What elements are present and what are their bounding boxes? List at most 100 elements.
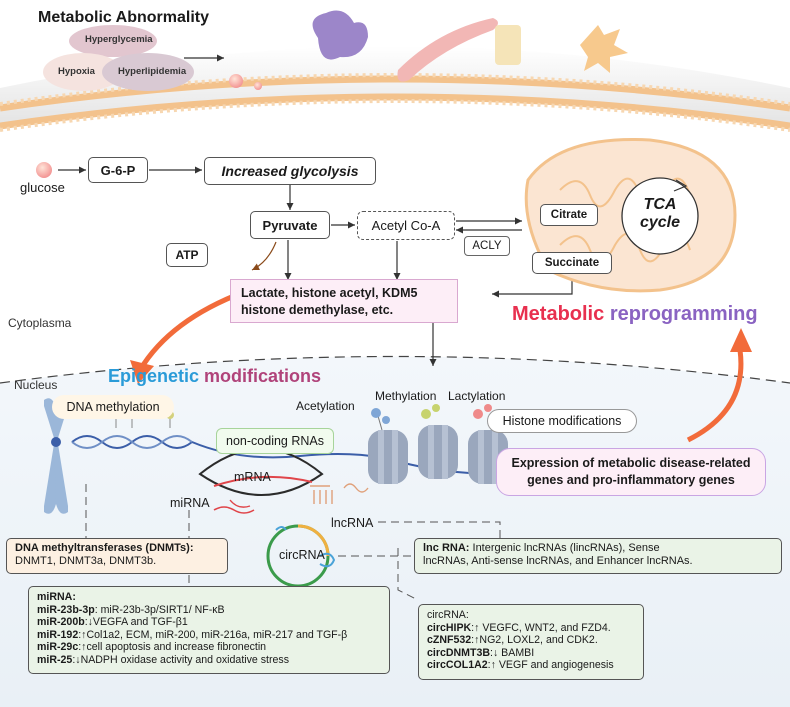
circrna-row-name: circCOL1A2 xyxy=(427,659,488,672)
citrate-label: Citrate xyxy=(550,209,588,221)
atp-label: ATP xyxy=(175,248,199,262)
hyperlipidemia-bubble xyxy=(102,53,194,91)
mirna-row: miR-200b:↓VEGFA and TGF-β1 xyxy=(37,616,389,629)
lactylation-label: Lactylation xyxy=(448,389,506,403)
circrna-row-name: cZNF532 xyxy=(427,634,472,647)
reprogramming-word-1: Metabolic xyxy=(512,303,605,325)
neuron-cell-icon xyxy=(580,25,628,73)
circrna-row: cZNF532:↑NG2, LOXL2, and CDK2. xyxy=(427,634,643,647)
mirna-row-text: :↑Col1a2, ECM, miR-200, miR-216a, miR-21… xyxy=(78,628,348,641)
fibroblast-cell-icon xyxy=(397,18,498,82)
mirna-row: miR-192:↑Col1a2, ECM, miR-200, miR-216a,… xyxy=(37,629,389,642)
arrow-to-reprogramming xyxy=(686,349,744,443)
pyruvate-node: Pyruvate xyxy=(250,211,330,239)
extracellular-space xyxy=(0,46,790,128)
epithelial-cell-icon xyxy=(495,25,521,65)
histone-modifications-label: Histone modifications xyxy=(502,414,622,428)
cytoplasma-label: Cytoplasma xyxy=(8,316,72,330)
expression-line-2: genes and pro-inflammatory genes xyxy=(527,473,735,487)
hypoxia-label: Hypoxia xyxy=(58,66,95,77)
lncrna-box-line-2: lncRNAs, Anti-sense lncRNAs, and Enhance… xyxy=(423,555,693,567)
mirna-row: miR-29c:↑cell apoptosis and increase fib… xyxy=(37,641,389,654)
circrna-row-text: :↑NG2, LOXL2, and CDK2. xyxy=(471,634,598,647)
expression-line-1: Expression of metabolic disease-related xyxy=(511,456,751,470)
lactate-line-2: histone demethylase, etc. xyxy=(241,303,394,317)
mirna-row-name: miR-200b xyxy=(37,616,85,629)
mirna-row-name: miR-29c xyxy=(37,641,79,654)
metabolite-ball-small-icon xyxy=(254,82,262,90)
hyperlipidemia-label: Hyperlipidemia xyxy=(118,66,187,77)
mirna-row-name: miR-25 xyxy=(37,653,73,666)
dnmt-box: DNA methyltransferases (DNMTs): DNMT1, D… xyxy=(6,538,228,574)
circrna-row: circHIPK:↑ VEGFC, WNT2, and FZD4. xyxy=(427,622,643,635)
lncrna-label: lncRNA xyxy=(331,516,374,530)
circrna-row-text: :↑ VEGF and angiogenesis xyxy=(487,659,614,672)
page-title: Metabolic Abnormality xyxy=(38,9,209,26)
hypoxia-bubble xyxy=(43,53,123,91)
epigenetic-word-1: Epigenetic xyxy=(108,366,200,386)
tca-cycle-circle xyxy=(621,177,699,255)
mirna-box-header-text: miRNA: xyxy=(37,591,76,603)
circrna-box: circRNA: circHIPK:↑ VEGFC, WNT2, and FZD… xyxy=(418,604,644,680)
increased-glycolysis-label: Increased glycolysis xyxy=(221,163,359,179)
dna-methylation-pill: DNA methylation xyxy=(52,395,174,419)
mirna-box: miRNA: miR-23b-3p: miR-23b-3p/SIRT1/ NF-… xyxy=(28,586,390,674)
noncoding-rnas-label: non-coding RNAs xyxy=(226,434,324,448)
mirna-row-text: : miR-23b-3p/SIRT1/ NF-κB xyxy=(94,603,225,616)
hyperglycemia-label: Hyperglycemia xyxy=(85,34,153,45)
epigenetic-modifications-title: Epigenetic modifications xyxy=(108,366,321,387)
circrna-label: circRNA xyxy=(279,548,325,562)
atp-node: ATP xyxy=(166,243,208,267)
g6p-node: G-6-P xyxy=(88,157,148,183)
metabolic-reprogramming-title: Metabolic reprogramming xyxy=(512,303,758,326)
histone-mark-icons xyxy=(371,404,492,431)
mirna-row-name: miR-192 xyxy=(37,628,79,641)
glucose-ball-icon xyxy=(36,162,52,178)
circrna-row-name: circDNMT3B xyxy=(427,646,490,659)
mirna-box-header: miRNA: xyxy=(37,591,389,604)
lncrna-box-title: lnc RNA: xyxy=(423,542,470,554)
nuclear-envelope xyxy=(0,355,790,384)
mirna-row-text: :↓VEGFA and TGF-β1 xyxy=(84,616,188,629)
tca-cycle-label: TCA cycle xyxy=(639,196,681,231)
mirna-row: miR-23b-3p: miR-23b-3p/SIRT1/ NF-κB xyxy=(37,604,389,617)
arrow-to-epigenetics xyxy=(137,289,245,372)
pyruvate-label: Pyruvate xyxy=(262,217,318,233)
hyperglycemia-bubble xyxy=(69,25,157,57)
circrna-row: circCOL1A2:↑ VEGF and angiogenesis xyxy=(427,659,643,672)
dna-methylation-label: DNA methylation xyxy=(66,400,160,414)
mrna-label: mRNA xyxy=(234,470,271,484)
circrna-row: circDNMT3B:↓ BAMBI xyxy=(427,647,643,660)
histone-modifications-pill: Histone modifications xyxy=(487,409,637,433)
increased-glycolysis-node: Increased glycolysis xyxy=(204,157,376,185)
circrna-row-name: circHIPK xyxy=(427,621,472,634)
expression-box: Expression of metabolic disease-related … xyxy=(496,448,766,496)
acly-label: ACLY xyxy=(472,240,502,252)
mirna-row: miR-25:↓NADPH oxidase activity and oxida… xyxy=(37,654,389,667)
noncoding-rnas-pill: non-coding RNAs xyxy=(216,428,334,454)
mirna-label: miRNA xyxy=(170,496,210,510)
circrna-box-header: circRNA: xyxy=(427,609,643,622)
circrna-box-header-text: circRNA: xyxy=(427,609,469,621)
dnmt-title: DNA methyltransferases (DNMTs): xyxy=(15,542,194,554)
circrna-row-text: :↓ BAMBI xyxy=(490,646,535,659)
mirna-row-name: miR-23b-3p xyxy=(37,603,95,616)
epigenetic-word-2: modifications xyxy=(204,366,322,386)
nucleus-label: Nucleus xyxy=(14,378,58,392)
lncrna-box: lnc RNA: Intergenic lncRNAs (lincRNAs), … xyxy=(414,538,782,574)
citrate-node: Citrate xyxy=(540,204,598,226)
acetyl-coa-node: Acetyl Co-A xyxy=(357,211,455,240)
circrna-row-text: :↑ VEGFC, WNT2, and FZD4. xyxy=(471,621,611,634)
succinate-node: Succinate xyxy=(532,252,612,274)
acetylation-label: Acetylation xyxy=(296,399,355,413)
lactate-line-1: Lactate, histone acetyl, KDM5 xyxy=(241,286,418,300)
metabolite-ball-icon xyxy=(229,74,243,88)
immune-cell-icon xyxy=(312,10,368,60)
lncrna-box-line-1: Intergenic lncRNAs (lincRNAs), Sense xyxy=(469,542,660,554)
cell-membrane xyxy=(0,73,790,132)
succinate-label: Succinate xyxy=(544,257,600,269)
g6p-label: G-6-P xyxy=(100,162,136,178)
glucose-label: glucose xyxy=(20,180,65,195)
mirna-row-text: :↓NADPH oxidase activity and oxidative s… xyxy=(72,653,289,666)
